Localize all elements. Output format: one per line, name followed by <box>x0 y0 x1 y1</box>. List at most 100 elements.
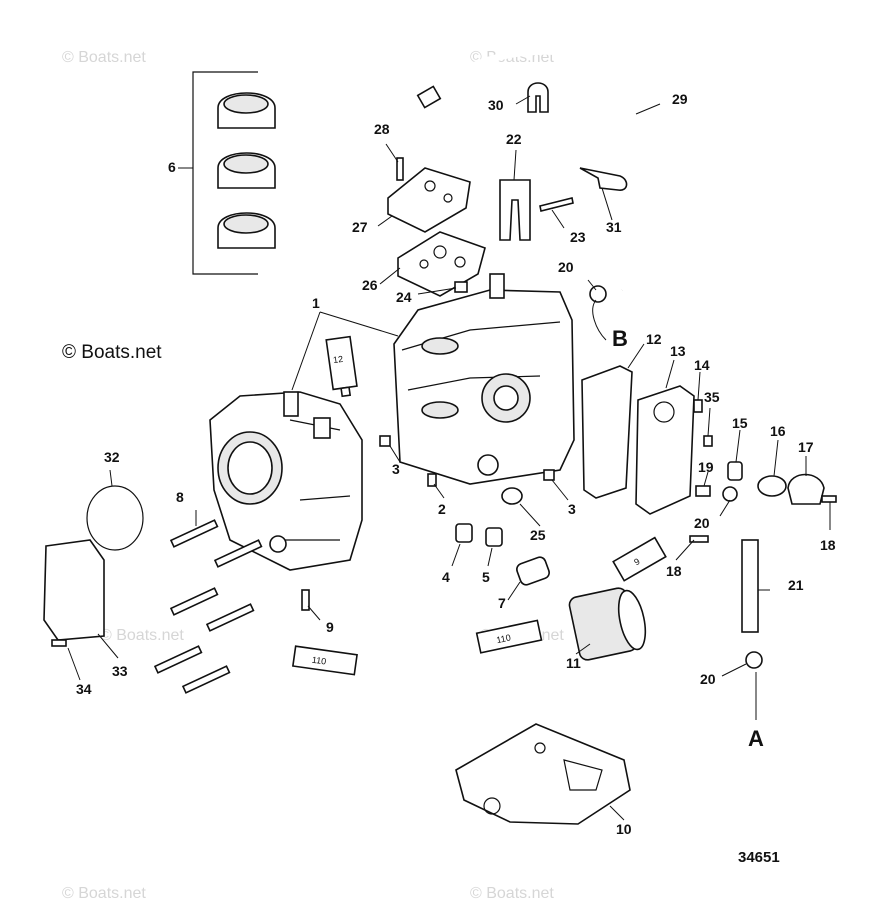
callout-23: 23 <box>570 229 586 245</box>
watermark-top-left: © Boats.net <box>62 49 146 66</box>
connection-label-b: B <box>612 326 628 351</box>
callout-18-left: 18 <box>666 563 682 579</box>
callout-8: 8 <box>176 489 184 505</box>
plug-7 <box>516 556 550 586</box>
watermark-bottom-left: © Boats.net <box>62 885 146 902</box>
pin-2 <box>427 473 437 487</box>
bearing-shell-3 <box>217 212 276 249</box>
clamp-20-top <box>589 285 607 303</box>
crankcase-cover <box>209 391 363 571</box>
base-gasket-10 <box>455 723 631 825</box>
bearing-shell-1 <box>217 92 276 129</box>
callout-27: 27 <box>352 219 368 235</box>
gasket-12 <box>581 365 633 499</box>
screw-3-right <box>543 469 555 481</box>
clamp-20-middle <box>722 486 738 502</box>
hose-clip-30 <box>527 82 549 113</box>
callout-18-right: 18 <box>820 537 836 553</box>
sealant-tube-12: 12 <box>325 335 358 398</box>
callout-25: 25 <box>530 527 546 543</box>
tube-label-110-left: 110 <box>311 655 327 667</box>
screw-9 <box>301 589 310 611</box>
callout-31: 31 <box>606 219 622 235</box>
callout-3-left: 3 <box>392 461 400 477</box>
callout-6: 6 <box>168 159 176 175</box>
callout-7: 7 <box>498 595 506 611</box>
callout-11: 11 <box>566 655 581 671</box>
callout-24: 24 <box>396 289 412 305</box>
callout-5: 5 <box>482 569 490 585</box>
screw-23 <box>539 197 574 212</box>
callout-19: 19 <box>698 459 714 475</box>
tube-label-9: 9 <box>632 556 641 567</box>
bracket-22 <box>499 179 531 241</box>
oil-filter <box>568 587 647 661</box>
callout-30: 30 <box>488 97 504 113</box>
callout-28: 28 <box>374 121 390 137</box>
callout-10: 10 <box>616 821 632 837</box>
fitting-19 <box>695 485 711 497</box>
fitting-14 <box>693 399 703 413</box>
watermark-left-middle: © Boats.net <box>100 627 184 644</box>
sealant-tube-110-right: 110 <box>475 619 543 654</box>
screw-18-left <box>689 535 709 543</box>
hose-elbow-fitting <box>416 85 442 109</box>
screw-3-left <box>379 435 391 447</box>
callout-26: 26 <box>362 277 378 293</box>
callout-4: 4 <box>442 569 450 585</box>
callout-20-bottom: 20 <box>700 671 716 687</box>
copyright-notice: © Boats.net <box>62 342 162 363</box>
hose-21 <box>741 539 759 633</box>
gasket-16 <box>757 475 787 497</box>
figure-number: 34651 <box>738 849 780 866</box>
bearing-shell-2 <box>217 152 276 189</box>
plug-4 <box>455 523 473 543</box>
cover-plate-33 <box>43 539 105 641</box>
callout-12: 12 <box>646 331 662 347</box>
callout-13: 13 <box>670 343 686 359</box>
cover-plate-27 <box>387 167 471 233</box>
callout-17: 17 <box>798 439 814 455</box>
callout-32: 32 <box>104 449 120 465</box>
callout-15: 15 <box>732 415 748 431</box>
leader-lines <box>67 95 831 821</box>
callout-34: 34 <box>76 681 92 697</box>
connection-label-a: A <box>748 726 764 751</box>
callout-21: 21 <box>788 577 804 593</box>
callout-20-middle: 20 <box>694 515 710 531</box>
callout-9: 9 <box>326 619 334 635</box>
hose-clip-31 <box>579 167 628 191</box>
fitting-35 <box>703 435 713 447</box>
callout-14: 14 <box>694 357 710 373</box>
thermostat-cover-17 <box>787 473 825 505</box>
cover-13 <box>635 385 695 515</box>
o-ring-32 <box>86 485 144 551</box>
thermostat-15 <box>727 461 743 481</box>
tube-label-110-right: 110 <box>496 632 512 645</box>
screw-28 <box>396 157 404 181</box>
callout-22: 22 <box>506 131 522 147</box>
callout-labels: 1 2 3 3 4 5 6 7 8 9 10 11 12 13 14 15 16… <box>76 91 836 837</box>
clamp-20-bottom <box>745 651 763 669</box>
callout-33: 33 <box>112 663 128 679</box>
sealant-tube-9: 9 <box>612 536 667 582</box>
callout-20-top: 20 <box>558 259 574 275</box>
callout-1: 1 <box>312 295 320 311</box>
bearing-bracket <box>192 71 258 275</box>
callout-3-right: 3 <box>568 501 576 517</box>
bolt-set-8 <box>153 519 263 694</box>
sealant-tube-110-left: 110 <box>291 645 358 676</box>
callout-16: 16 <box>770 423 786 439</box>
callout-2: 2 <box>438 501 446 517</box>
gasket-26 <box>397 231 486 297</box>
callout-29: 29 <box>672 91 688 107</box>
bearing-set <box>192 71 276 275</box>
callout-35: 35 <box>704 389 720 405</box>
tube-label-12: 12 <box>332 354 343 365</box>
check-valve-24 <box>454 281 468 293</box>
breather-hose <box>427 47 642 292</box>
screw-34 <box>51 639 67 647</box>
plug-25 <box>501 487 523 505</box>
plug-5 <box>485 527 503 547</box>
